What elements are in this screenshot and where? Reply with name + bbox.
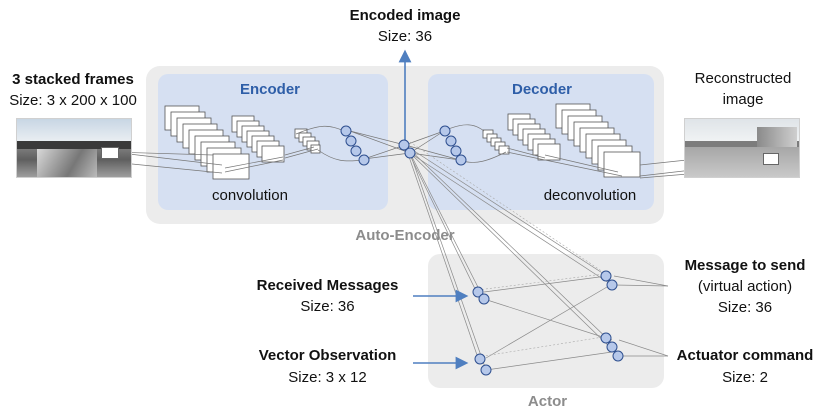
latent-neurons <box>398 139 416 159</box>
actor-connections <box>404 144 669 371</box>
autoencoder-label: Auto-Encoder <box>355 227 455 244</box>
decoder-neurons <box>439 125 467 166</box>
encoder-neurons <box>340 125 370 166</box>
encoded-image-title: Encoded image <box>349 7 461 24</box>
vector-observation-size: Size: 3 x 12 <box>288 369 367 386</box>
input-frames-image <box>16 118 132 178</box>
received-messages-title: Received Messages <box>256 277 399 294</box>
input-title: 3 stacked frames <box>12 71 134 88</box>
actuator-command-size: Size: 2 <box>722 369 768 386</box>
message-to-send-subtitle: (virtual action) <box>697 278 793 295</box>
received-messages-size: Size: 36 <box>300 298 355 315</box>
decoder-label: deconvolution <box>543 187 637 204</box>
decoder-deconv-stack-1 <box>482 129 510 155</box>
actuator-command-title: Actuator command <box>676 347 814 364</box>
encoder-conv-stack-3 <box>294 128 321 154</box>
decoder-deconv-stack-3 <box>555 103 641 178</box>
actor-dotted-connections <box>409 141 604 358</box>
input-size: Size: 3 x 200 x 100 <box>9 92 137 109</box>
message-to-send-size: Size: 36 <box>717 299 773 316</box>
decoder-deconv-stack-2 <box>507 113 561 161</box>
actor-output-neurons-command <box>600 332 624 362</box>
decoder-title: Decoder <box>511 81 573 98</box>
output-title-line1: Reconstructed <box>694 70 792 87</box>
actor-output-neurons-message <box>600 270 618 291</box>
actor-input-neurons-messages <box>472 286 490 305</box>
actor-input-neurons-observation <box>474 353 492 376</box>
encoder-title: Encoder <box>239 81 300 98</box>
actor-panel <box>428 254 664 388</box>
encoder-conv-stack-1 <box>164 105 250 180</box>
output-title-line2: image <box>722 91 764 108</box>
message-to-send-title: Message to send <box>684 257 806 274</box>
vector-observation-title: Vector Observation <box>258 347 397 364</box>
encoded-image-size: Size: 36 <box>377 28 433 45</box>
reconstructed-image <box>684 118 800 178</box>
actor-label: Actor <box>527 393 568 410</box>
encoder-label: convolution <box>212 187 288 204</box>
encoder-conv-stack-2 <box>231 115 285 163</box>
